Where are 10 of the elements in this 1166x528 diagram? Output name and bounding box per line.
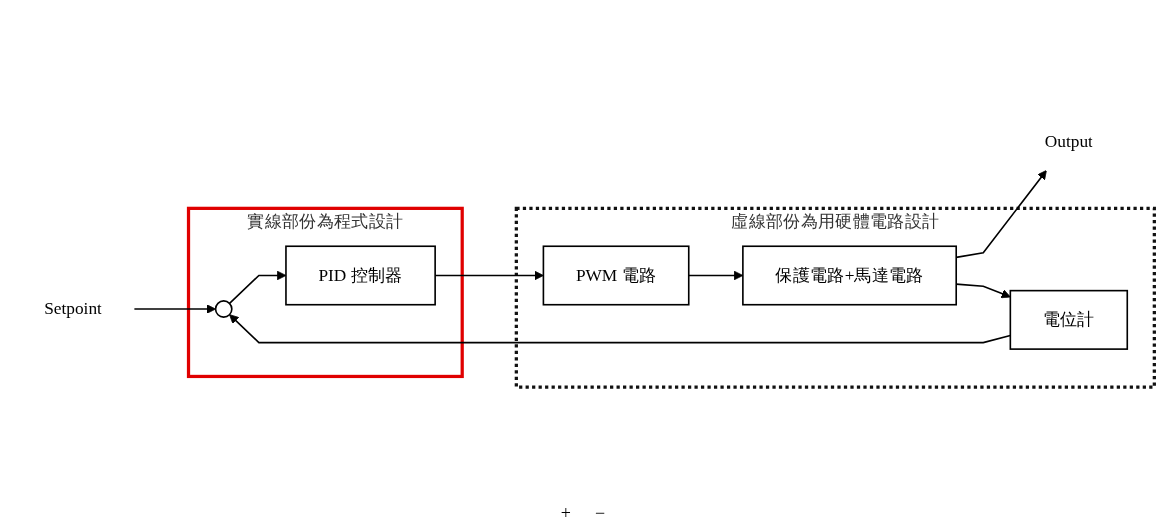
node-box: 保護電路+馬達電路 bbox=[742, 245, 957, 306]
node-text: Setpoint bbox=[44, 299, 102, 318]
node-text: Output bbox=[1044, 131, 1093, 150]
node-box: PWM 電路 bbox=[542, 245, 690, 306]
sign-label: + bbox=[560, 503, 571, 524]
node-circle bbox=[214, 300, 233, 318]
sign-label: − bbox=[595, 503, 606, 524]
arrow bbox=[133, 304, 216, 314]
node-box: PID 控制器 bbox=[285, 245, 436, 306]
node-box: 電位計 bbox=[1009, 289, 1129, 350]
